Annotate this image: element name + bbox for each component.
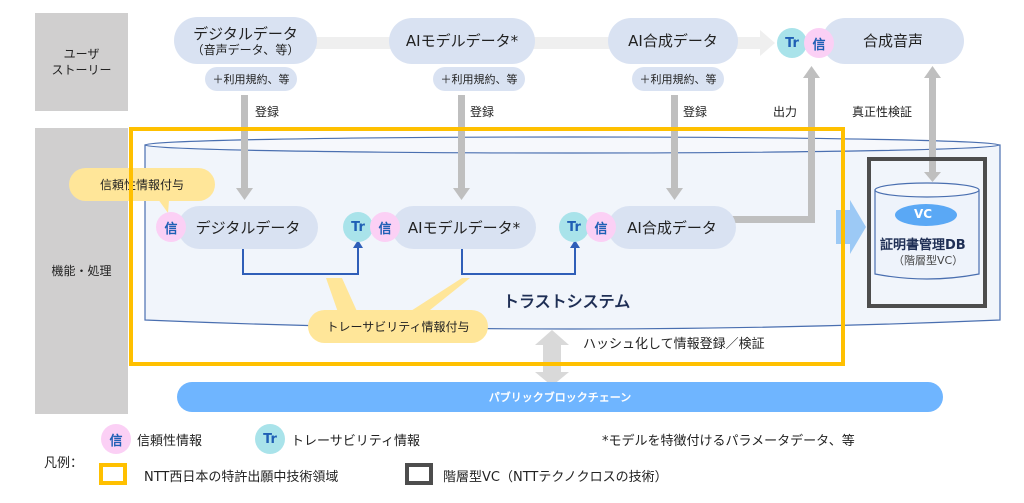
top-arrowhead (760, 30, 775, 56)
public-blockchain-bar: パブリックブロックチェーン (177, 382, 943, 412)
register-arrow-1-shaft (241, 95, 248, 191)
legend-reliability-info: 信頼性情報 (137, 434, 203, 449)
trust-pill-ai-synth-data: AI合成データ (608, 206, 736, 249)
legend-traceability-info: トレーサビリティ情報 (291, 434, 420, 449)
tr-badge-ai-synth-data: Tr (559, 212, 589, 242)
cert-db-title: 証明書管理DB (880, 238, 966, 253)
trust-digital-data-label: デジタルデータ (195, 218, 301, 237)
top-ai-synth-data-main: AI合成データ (628, 32, 718, 50)
register-label-3: 登録 (683, 105, 708, 119)
traceability-callout-tail-2 (400, 278, 470, 318)
register-arrow-1-head (236, 188, 253, 200)
register-arrow-3-shaft (671, 95, 678, 191)
auth-arrow-shaft (929, 78, 936, 158)
shin-badge-ai-model-data: 信 (370, 212, 400, 242)
trace-arrowhead-2 (570, 240, 580, 248)
trace-arrowhead-1 (353, 240, 363, 248)
ntt-west-patent-frame (129, 127, 845, 366)
cert-db-top (874, 182, 980, 198)
register-arrow-3-head (666, 188, 683, 200)
traceability-callout: トレーサビリティ情報付与 (308, 310, 488, 343)
legend-yellow-box (99, 463, 127, 485)
legend-ntt-west: NTT西日本の特許出願中技術領域 (144, 470, 339, 485)
shin-badge-synth-voice: 信 (804, 28, 834, 58)
terms-3: ＋利用規約、等 (632, 67, 724, 91)
vc-badge-shape (895, 204, 957, 226)
tr-badge-synth-voice: Tr (777, 28, 807, 58)
trust-ai-synth-data-label: AI合成データ (627, 218, 717, 237)
legend-footnote: *モデルを特徴付けるパラメータデータ、等 (602, 434, 855, 449)
legend-title: 凡例： (44, 456, 84, 471)
blockchain-updown-arrow (535, 330, 569, 386)
authenticity-label: 真正性検証 (852, 105, 913, 119)
trust-system-title: トラストシステム (503, 292, 631, 311)
top-ai-model-data-main: AIモデルデータ* (405, 32, 519, 50)
top-synth-voice-main: 合成音声 (862, 32, 923, 50)
row-label-user-story: ユーザ ストーリー (35, 13, 128, 111)
register-arrow-2-head (453, 188, 470, 200)
hash-register-label: ハッシュ化して情報登録／検証 (583, 337, 765, 352)
output-arrow-head (803, 66, 820, 78)
trust-ai-model-data-label: AIモデルデータ* (407, 218, 521, 237)
register-arrow-2-shaft (458, 95, 465, 191)
terms-2: ＋利用規約、等 (433, 67, 525, 91)
top-digital-data-main: デジタルデータ (193, 24, 298, 43)
legend-hierarchical-vc: 階層型VC（NTTテクノクロスの技術） (443, 470, 668, 485)
trace-line-1 (242, 246, 359, 275)
top-pill-synth-voice: 合成音声 (822, 18, 964, 64)
tr-badge-ai-model-data: Tr (343, 212, 373, 242)
trace-line-2 (461, 246, 576, 275)
shin-badge-ai-synth-data: 信 (586, 212, 616, 242)
terms-1: ＋利用規約、等 (205, 67, 297, 91)
top-pill-digital-data: デジタルデータ （音声データ、等） (174, 17, 317, 64)
traceability-callout-tail-1 (326, 278, 360, 318)
cylinder-top (144, 136, 1000, 154)
reliability-callout: 信頼性情報付与 (69, 168, 215, 201)
legend-dark-box (405, 463, 433, 485)
top-digital-data-sub: （音声データ、等） (191, 42, 300, 57)
hierarchical-vc-frame (867, 157, 987, 308)
top-pill-ai-synth-data: AI合成データ (608, 18, 738, 64)
vc-badge: VC (914, 207, 933, 221)
trust-pill-digital-data: デジタルデータ (178, 206, 318, 249)
legend-tr-badge: Tr (255, 424, 285, 454)
register-label-1: 登録 (255, 105, 280, 119)
legend-shin-badge: 信 (101, 424, 131, 454)
auth-arrow-down-shaft (929, 150, 936, 174)
cert-db-sub: （階層型VC） (893, 254, 964, 267)
shin-badge-digital-data: 信 (156, 212, 186, 242)
auth-arrow-head-down (924, 172, 941, 182)
trust-pill-ai-model-data: AIモデルデータ* (392, 206, 536, 249)
register-label-2: 登録 (470, 105, 495, 119)
top-pill-ai-model-data: AIモデルデータ* (389, 18, 535, 64)
output-label: 出力 (773, 105, 798, 119)
auth-arrow-head (924, 66, 941, 78)
